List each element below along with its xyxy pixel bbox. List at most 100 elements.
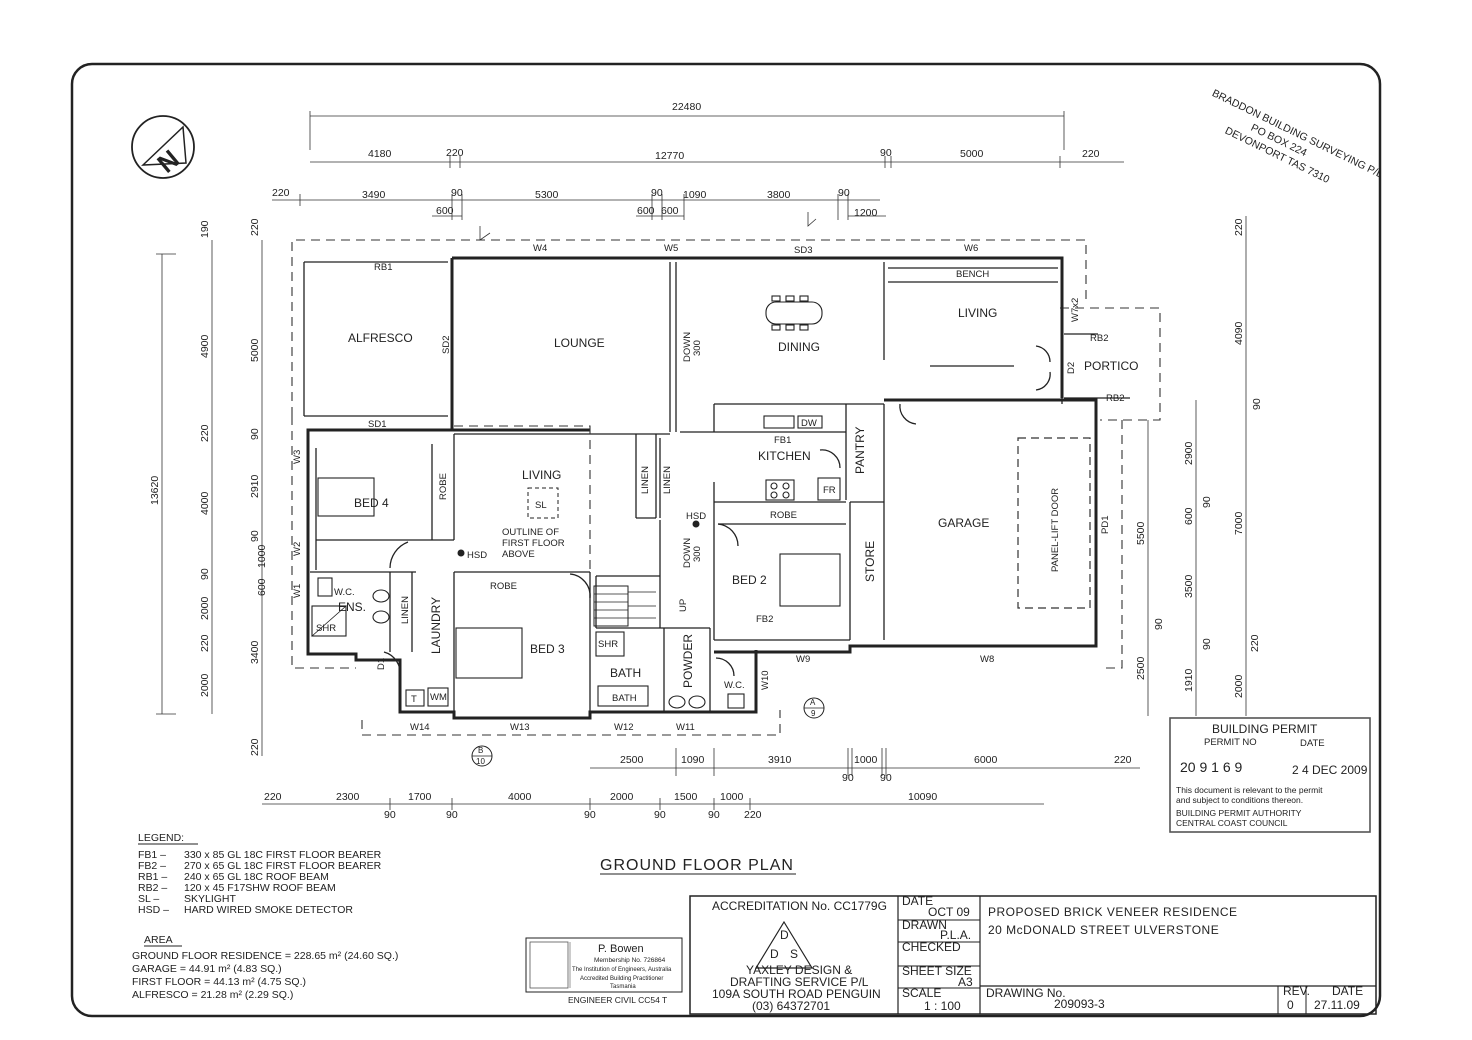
dim-bot-1700: 1700 bbox=[408, 791, 432, 803]
dim-right-7000: 7000 bbox=[1233, 511, 1245, 535]
label-rb1: RB1 bbox=[374, 262, 392, 273]
surveyor-stamp: BRADDON BUILDING SURVEYING P/L PO BOX 22… bbox=[1210, 87, 1385, 186]
label-w8: W8 bbox=[980, 654, 994, 665]
dim-left-2000a: 2000 bbox=[199, 596, 211, 620]
outline-line2: FIRST FLOOR bbox=[502, 538, 565, 549]
dim-right-90d: 90 bbox=[1251, 398, 1263, 410]
fr-label: FR bbox=[823, 485, 836, 496]
permit-authority2: CENTRAL COAST COUNCIL bbox=[1176, 818, 1288, 828]
room-linen1: LINEN bbox=[400, 596, 411, 624]
room-lounge: LOUNGE bbox=[554, 336, 605, 350]
label-sd2: SD2 bbox=[441, 336, 452, 354]
dim-left-3400: 3400 bbox=[249, 640, 261, 664]
building-permit-stamp: BUILDING PERMIT PERMIT NO DATE 20 9 1 6 … bbox=[1169, 717, 1371, 833]
dim-bot-90b: 90 bbox=[880, 772, 892, 784]
label-w2: W2 bbox=[292, 542, 303, 556]
dim-top-600b: 600 bbox=[637, 205, 655, 217]
room-bed3: BED 3 bbox=[530, 642, 565, 656]
legend-desc-6: HARD WIRED SMOKE DETECTOR bbox=[184, 904, 353, 916]
permit-authority1: BUILDING PERMIT AUTHORITY bbox=[1176, 808, 1302, 818]
permit-number: 20 9 1 6 9 bbox=[1180, 759, 1242, 775]
dim-bot-4000: 4000 bbox=[508, 791, 532, 803]
dim-right-220b: 220 bbox=[1249, 634, 1261, 652]
legend-code-4: RB2 – bbox=[138, 882, 167, 894]
tb-drawing-label: DRAWING No. bbox=[986, 986, 1066, 1000]
area-item-1: GROUND FLOOR RESIDENCE = 228.65 m² (24.6… bbox=[132, 950, 398, 962]
room-store: STORE bbox=[863, 541, 877, 582]
room-powder: POWDER bbox=[681, 634, 695, 688]
tb-drawing-no: 209093-3 bbox=[1054, 997, 1105, 1011]
dim-right-220a: 220 bbox=[1233, 218, 1245, 236]
dim-bot-1500: 1500 bbox=[674, 791, 698, 803]
room-sl: SL bbox=[535, 500, 547, 511]
dim-left-600: 600 bbox=[256, 578, 268, 596]
down-label-1a: DOWN bbox=[682, 332, 693, 362]
room-shr2: SHR bbox=[598, 639, 618, 650]
dim-bot-220a: 220 bbox=[1114, 754, 1132, 766]
label-sd3: SD3 bbox=[794, 245, 812, 256]
label-rb2a: RB2 bbox=[1090, 333, 1108, 344]
drawing-title: GROUND FLOOR PLAN bbox=[600, 857, 794, 874]
dim-right-2000: 2000 bbox=[1233, 674, 1245, 698]
dim-top-3490: 3490 bbox=[362, 189, 386, 201]
dim-right-90c: 90 bbox=[1153, 618, 1165, 630]
dim-bot-90e: 90 bbox=[584, 809, 596, 821]
legend-desc-3: 240 x 65 GL 18C ROOF BEAM bbox=[184, 871, 329, 883]
room-dining: DINING bbox=[778, 340, 820, 354]
engineer-civil: ENGINEER CIVIL CC54 T bbox=[568, 995, 667, 1005]
right-dimensions: 2900 90 600 3500 90 1910 5500 90 2500 22… bbox=[1135, 216, 1263, 716]
area-title: AREA bbox=[144, 934, 173, 946]
dim-bot-10090: 10090 bbox=[908, 791, 937, 803]
tb-rev-date-label: DATE bbox=[1332, 984, 1363, 998]
dim-left-220a: 220 bbox=[199, 424, 211, 442]
legend-code-2: FB2 – bbox=[138, 860, 166, 872]
tb-date: OCT 09 bbox=[928, 905, 970, 919]
dim-top-600c: 600 bbox=[661, 205, 679, 217]
tb-sheet: A3 bbox=[958, 975, 973, 989]
left-dimensions: 13620 190 4900 220 4000 90 2000 220 2000… bbox=[149, 218, 268, 756]
tb-accreditation: ACCREDITATION No. CC1779G bbox=[712, 899, 887, 913]
label-w5: W5 bbox=[664, 243, 678, 254]
dim-left-5000: 5000 bbox=[249, 338, 261, 362]
dim-top-1090: 1090 bbox=[683, 189, 707, 201]
label-d2: D2 bbox=[1066, 362, 1077, 374]
dim-left-4000: 4000 bbox=[199, 491, 211, 515]
legend-code-5: SL – bbox=[138, 893, 159, 905]
dim-bot-220b: 220 bbox=[264, 791, 282, 803]
room-bath-fixture: BATH bbox=[612, 693, 637, 704]
dim-bot-2300: 2300 bbox=[336, 791, 360, 803]
dim-right-2900: 2900 bbox=[1183, 441, 1195, 465]
dim-top-220a: 220 bbox=[446, 147, 464, 159]
permit-note1: This document is relevant to the permit bbox=[1176, 785, 1323, 795]
t-label: T bbox=[411, 694, 417, 705]
engineer-state: Tasmania bbox=[610, 984, 636, 990]
sheet-border bbox=[70, 62, 1382, 1018]
room-bed4: BED 4 bbox=[354, 496, 389, 510]
permit-date-label: DATE bbox=[1300, 738, 1325, 749]
tb-project2: 20 McDONALD STREET ULVERSTONE bbox=[988, 923, 1219, 937]
label-fb2: FB2 bbox=[756, 614, 773, 625]
dim-top-3800: 3800 bbox=[767, 189, 791, 201]
label-rb2b: RB2 bbox=[1106, 393, 1124, 404]
permit-date: 2 4 DEC 2009 bbox=[1292, 763, 1368, 777]
label-w13: W13 bbox=[510, 722, 530, 733]
opening-labels: W1 W2 W3 W4 W5 W6 W7x2 W8 W9 W10 W11 W12… bbox=[292, 243, 1124, 766]
dim-left-1000: 1000 bbox=[256, 544, 268, 568]
legend-desc-4: 120 x 45 F17SHW ROOF BEAM bbox=[184, 882, 336, 894]
permit-no-label: PERMIT NO bbox=[1204, 737, 1257, 748]
dim-left-2000b: 2000 bbox=[199, 673, 211, 697]
tb-project1: PROPOSED BRICK VENEER RESIDENCE bbox=[988, 905, 1238, 919]
dim-bot-90c: 90 bbox=[384, 809, 396, 821]
label-fb1: FB1 bbox=[774, 435, 791, 446]
tb-company1: YAXLEY DESIGN & bbox=[746, 963, 852, 977]
tb-scale: 1 : 100 bbox=[924, 999, 961, 1013]
dim-right-90a: 90 bbox=[1201, 496, 1213, 508]
dim-left-90b: 90 bbox=[249, 428, 261, 440]
label-w9: W9 bbox=[796, 654, 810, 665]
outline-line3: ABOVE bbox=[502, 549, 535, 560]
dw-label: DW bbox=[801, 418, 817, 429]
room-labels: ALFRESCO LOUNGE DINING LIVING BENCH PORT… bbox=[316, 269, 1138, 705]
room-laundry: LAUNDRY bbox=[429, 597, 443, 654]
room-robe-bed3: ROBE bbox=[490, 581, 517, 592]
